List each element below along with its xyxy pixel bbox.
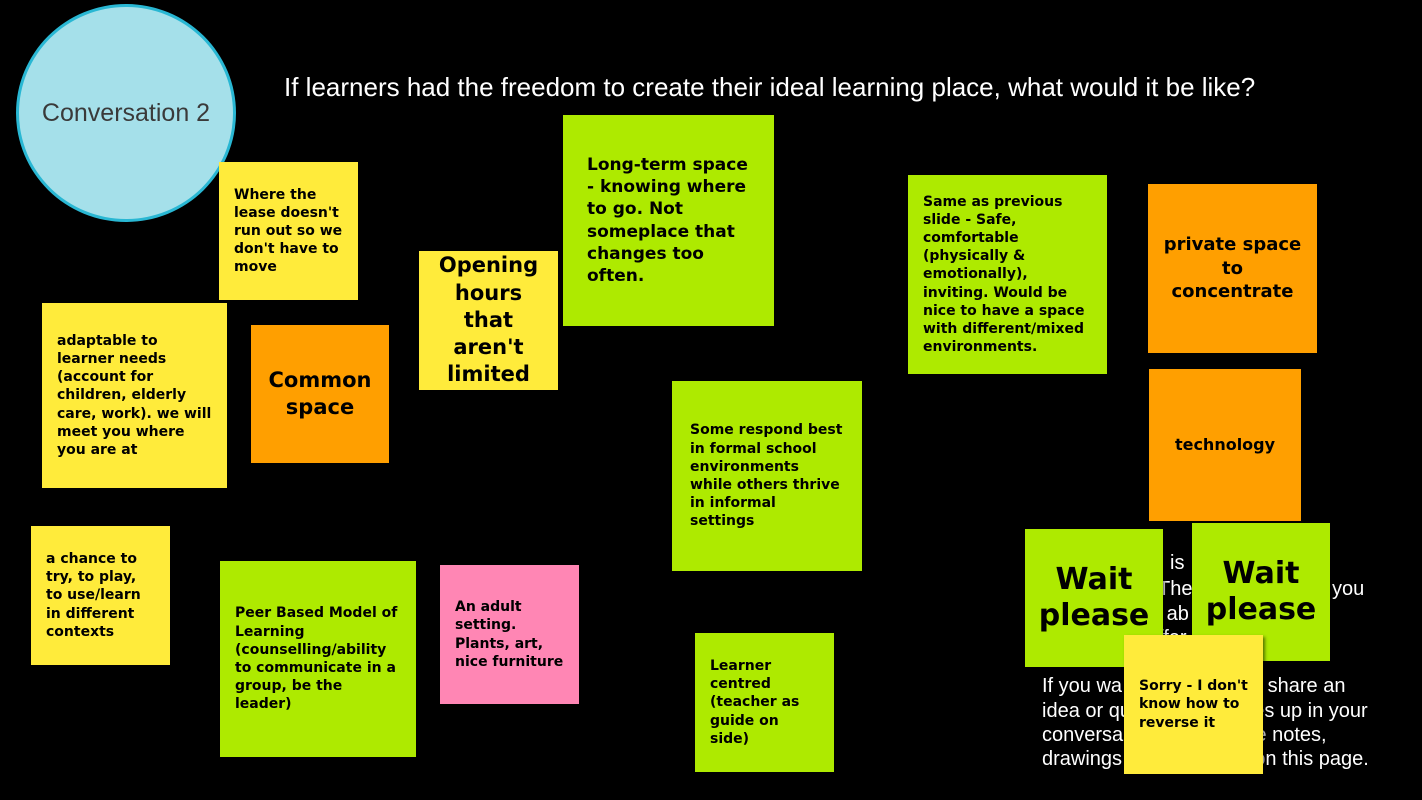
sticky-note-text: private space to concentrate	[1163, 234, 1302, 303]
sticky-note-opening-hours[interactable]: Opening hours that aren't limited	[419, 251, 558, 390]
sticky-note-formal-informal[interactable]: Some respond best in formal school envir…	[672, 381, 862, 571]
sticky-note-text: Sorry - I don't know how to reverse it	[1139, 678, 1248, 731]
sticky-note-same-as-previous[interactable]: Same as previous slide - Safe, comfortab…	[908, 175, 1107, 374]
sticky-note-private-space[interactable]: private space to concentrate	[1148, 184, 1317, 353]
sticky-note-text: An adult setting. Plants, art, nice furn…	[455, 599, 564, 670]
sticky-note-text: Wait please	[1038, 562, 1150, 633]
sticky-note-learner-centred[interactable]: Learner centred (teacher as guide on sid…	[695, 633, 834, 772]
conversation-circle: Conversation 2	[16, 4, 236, 222]
prompt-question: If learners had the freedom to create th…	[284, 72, 1256, 102]
sticky-note-long-term[interactable]: Long-term space - knowing where to go. N…	[563, 115, 774, 326]
sticky-note-chance-to-try[interactable]: a chance to try, to play, to use/learn i…	[31, 526, 170, 665]
sticky-note-text: technology	[1174, 434, 1276, 454]
sticky-note-peer-based[interactable]: Peer Based Model of Learning (counsellin…	[220, 561, 416, 757]
sticky-note-text: Some respond best in formal school envir…	[690, 422, 843, 530]
sticky-note-text: Learner centred (teacher as guide on sid…	[710, 658, 800, 747]
sticky-note-text: Wait please	[1205, 556, 1317, 627]
info-line-1: If you wa t or share an	[1042, 675, 1346, 697]
sticky-note-text: Opening hours that aren't limited	[438, 253, 539, 387]
sticky-note-text: Where the lease doesn't run out so we do…	[234, 186, 343, 276]
info-fragment-you: you	[1332, 578, 1365, 600]
sticky-note-adult-setting[interactable]: An adult setting. Plants, art, nice furn…	[440, 565, 579, 704]
sticky-note-text: a chance to try, to play, to use/learn i…	[46, 551, 141, 640]
sticky-note-text: Long-term space - knowing where to go. N…	[587, 155, 748, 286]
sticky-note-text: Peer Based Model of Learning (counsellin…	[235, 605, 398, 713]
sticky-note-adaptable[interactable]: adaptable to learner needs (account for …	[42, 303, 227, 488]
sticky-note-sorry[interactable]: Sorry - I don't know how to reverse it	[1124, 635, 1263, 774]
sticky-note-lease[interactable]: Where the lease doesn't run out so we do…	[219, 162, 358, 300]
sticky-note-technology[interactable]: technology	[1149, 369, 1301, 521]
sticky-note-common-space[interactable]: Common space	[251, 325, 389, 463]
sticky-note-text: Same as previous slide - Safe, comfortab…	[923, 193, 1085, 356]
info-fragment-is: is	[1170, 552, 1185, 574]
sticky-note-text: Common space	[268, 367, 372, 419]
info-fragment-the: The	[1158, 578, 1193, 600]
sticky-note-text: adaptable to learner needs (account for …	[57, 332, 212, 458]
conversation-label: Conversation 2	[41, 98, 211, 127]
